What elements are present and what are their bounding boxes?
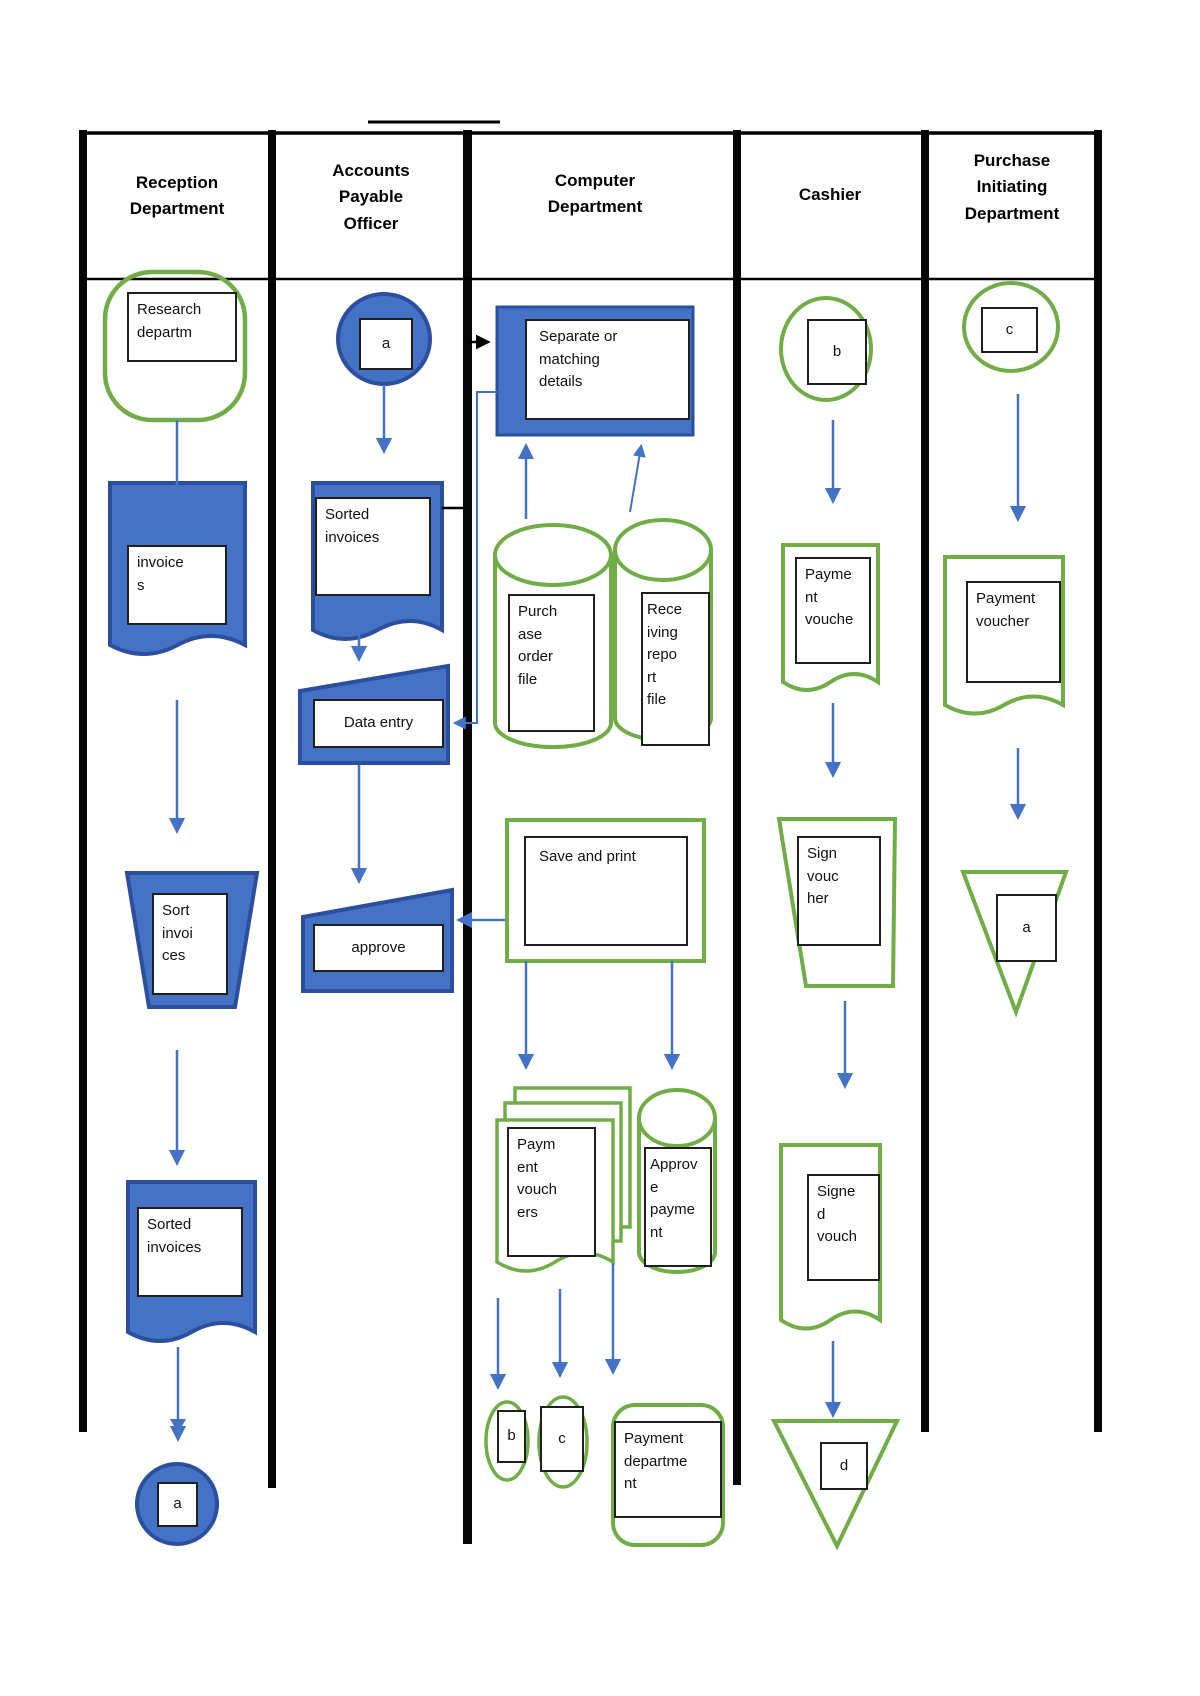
swimlane-frame xyxy=(79,120,1102,1544)
label-sorted-invoices-col2: Sorted invoices xyxy=(315,497,431,596)
label-approve-payment: Approv e payme nt xyxy=(644,1147,712,1267)
label-payment-voucher-col4: Payme nt vouche xyxy=(795,557,871,664)
cylinder-purchase-order-file-top xyxy=(493,523,613,587)
label-separate-matching-details: Separate or matching details xyxy=(525,319,690,420)
label-approve: approve xyxy=(313,924,444,972)
label-sign-voucher: Sign vouc her xyxy=(797,836,881,946)
lane-title-purchase-initiating: Purchase Initiating Department xyxy=(964,151,1060,223)
flow-arrows xyxy=(168,385,1027,1443)
label-connector-a-col1: a xyxy=(157,1482,198,1527)
flow-arrow xyxy=(629,443,646,513)
lane-title-accounts-payable: Accounts Payable Officer xyxy=(332,161,410,233)
cylinder-receiving-report-file-top xyxy=(613,518,713,582)
flow-connector xyxy=(452,391,497,730)
label-sort-invoices: Sort invoi ces xyxy=(152,893,228,995)
label-sorted-invoices-col1: Sorted invoices xyxy=(137,1207,243,1297)
lane-title-cashier: Cashier xyxy=(798,185,862,204)
label-connector-c-col5: c xyxy=(981,307,1038,353)
label-payment-department: Payment departme nt xyxy=(614,1421,722,1518)
terminator-research-department-shape xyxy=(102,269,248,423)
lane-title-reception: Reception Department xyxy=(129,173,225,219)
lane-title-computer: Computer Department xyxy=(547,171,643,217)
label-connector-b-col4: b xyxy=(807,319,867,385)
label-save-and-print: Save and print xyxy=(524,836,688,946)
label-connector-d: d xyxy=(820,1442,868,1490)
label-research-department: Research departm xyxy=(127,292,237,362)
label-connector-a-col2: a xyxy=(359,318,413,370)
label-connector-a-col5: a xyxy=(996,894,1057,962)
label-data-entry: Data entry xyxy=(313,699,444,748)
label-connector-b-col3: b xyxy=(497,1410,526,1463)
label-payment-voucher-col5: Payment voucher xyxy=(966,581,1061,683)
label-receiving-report-file: Rece iving repo rt file xyxy=(641,592,710,746)
label-payment-vouchers: Paym ent vouch ers xyxy=(507,1127,596,1257)
cylinder-approve-payment-top xyxy=(637,1088,717,1148)
label-connector-c-col3: c xyxy=(540,1406,584,1472)
label-signed-voucher: Signe d vouch xyxy=(807,1174,880,1281)
black-connector xyxy=(442,334,491,510)
label-purchase-order-file: Purch ase order file xyxy=(508,594,595,732)
label-invoices: invoice s xyxy=(127,545,227,625)
double-arrowhead-extra xyxy=(170,1419,186,1433)
